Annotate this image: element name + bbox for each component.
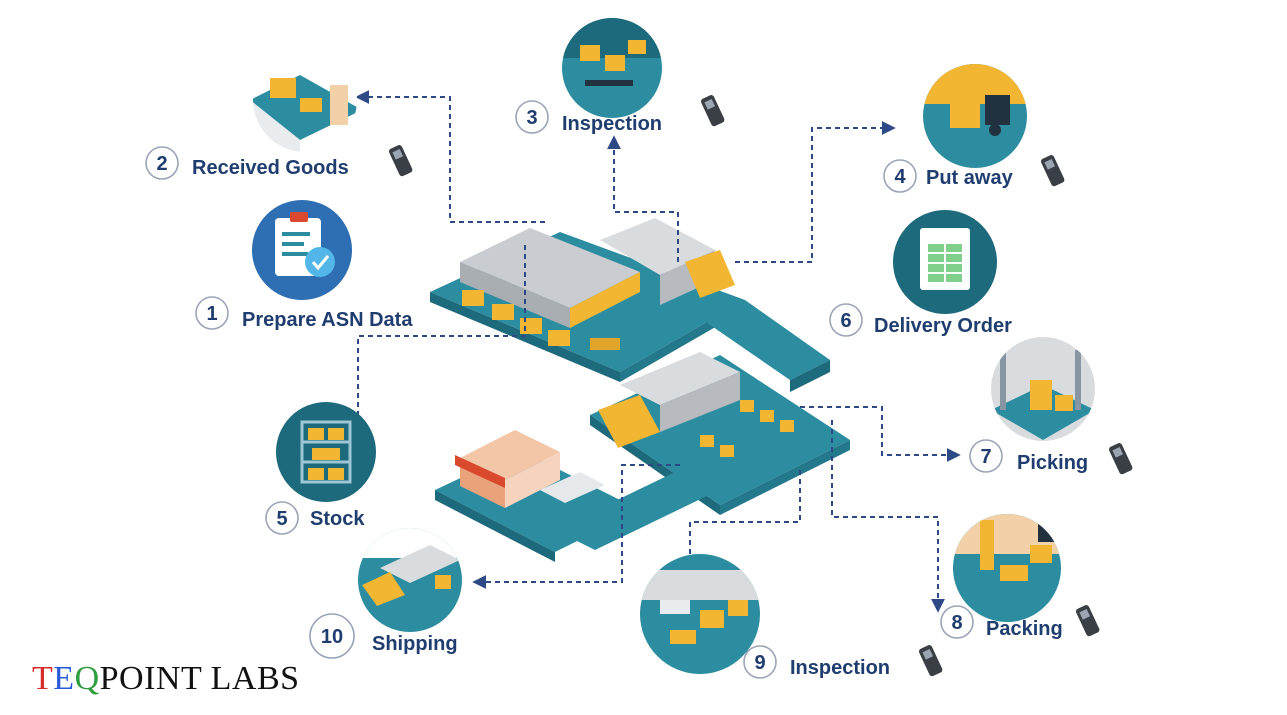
step-number: 7 [980, 446, 991, 468]
step-8: 8 Packing [940, 605, 1063, 640]
step-number: 8 [951, 612, 962, 634]
step-7: 7 Picking [969, 439, 1088, 474]
step-label-inspection: Inspection [562, 113, 662, 135]
packing-illustration [953, 514, 1061, 622]
picking-illustration [991, 337, 1095, 441]
step-3: 3 Inspection [515, 100, 662, 135]
flow-warehouse-to-received [355, 90, 545, 223]
step-5: 5 Stock [265, 501, 365, 535]
step-number: 6 [840, 310, 851, 332]
step-6: 6 Delivery Order [829, 303, 1012, 337]
step-1: 1 Prepare ASN Data [195, 296, 413, 331]
flow-truck-to-putaway [735, 121, 896, 263]
step-label-picking: Picking [1017, 452, 1088, 474]
step-label-stock: Stock [310, 508, 365, 530]
barcode-scanner-icon [1108, 443, 1133, 475]
step-label-received-goods: Received Goods [192, 157, 349, 179]
step-label-put-away: Put away [926, 167, 1014, 189]
barcode-scanner-icon [1040, 155, 1065, 187]
logo-letter-t: T [32, 660, 54, 697]
put-away-illustration [923, 64, 1027, 168]
asn-document-icon [252, 200, 352, 300]
step-number: 3 [526, 107, 537, 129]
flow-to-inspection-9 [689, 470, 801, 560]
flow-to-picking [800, 406, 961, 462]
shipping-illustration [358, 528, 462, 632]
flow-to-shipping [472, 464, 680, 589]
logo-text-rest: POINT LABS [99, 660, 300, 697]
step-number: 5 [276, 508, 287, 530]
barcode-scanner-icon [1075, 605, 1100, 637]
flow-to-packing [831, 420, 945, 613]
step-number: 4 [894, 166, 906, 188]
received-goods-illustration [253, 48, 357, 152]
barcode-scanner-icon [388, 145, 413, 177]
central-warehouse-platform [430, 218, 850, 562]
barcode-scanner-icon [918, 645, 943, 677]
step-4: 4 Put away [883, 159, 1014, 193]
logo-letter-q: Q [74, 660, 100, 697]
logo-letter-e: E [53, 660, 75, 697]
step-10: 10 Shipping [309, 613, 458, 659]
step-2: 2 Received Goods [145, 146, 349, 180]
barcode-scanner-icon [700, 95, 725, 127]
step-number: 10 [321, 626, 343, 648]
flow-warehouse-to-inspection [607, 135, 679, 262]
step-number: 9 [754, 652, 765, 674]
inspection-9-illustration [640, 554, 760, 674]
step-9: 9 Inspection [743, 645, 890, 679]
step-label-inspection-9: Inspection [790, 657, 890, 679]
step-label-packing: Packing [986, 618, 1063, 640]
delivery-order-icon [893, 210, 997, 314]
flow-asn-to-warehouse [357, 245, 526, 420]
stock-shelf-icon [276, 402, 376, 502]
step-number: 2 [156, 153, 167, 175]
step-number: 1 [206, 303, 217, 325]
inspection-illustration [562, 18, 662, 118]
step-label-shipping: Shipping [372, 633, 458, 655]
teqpoint-labs-logo: TEQPOINT LABS [32, 660, 300, 698]
flow-connectors [355, 90, 961, 613]
step-label-delivery-order: Delivery Order [874, 315, 1012, 337]
step-label-prepare-asn-data: Prepare ASN Data [242, 309, 413, 331]
